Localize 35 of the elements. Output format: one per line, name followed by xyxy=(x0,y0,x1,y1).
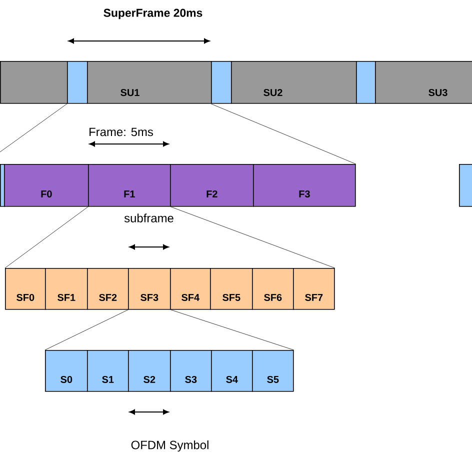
segment-cell: SF6 xyxy=(252,268,294,310)
leader-line xyxy=(170,310,294,350)
segment-cell: F2 xyxy=(170,164,254,207)
segment-cell: S0 xyxy=(45,350,88,392)
segment-cell: S4 xyxy=(211,350,253,392)
empty-cell xyxy=(356,61,376,104)
segment-cell: S5 xyxy=(252,350,294,392)
segment-cell: SF7 xyxy=(293,268,335,310)
empty-cell xyxy=(67,61,88,104)
leader-line xyxy=(4,206,88,268)
leader-line xyxy=(210,104,356,164)
segment-cell: F3 xyxy=(253,164,356,207)
segment-cell: F0 xyxy=(4,164,89,207)
dimension-label: Frame: 5ms xyxy=(90,128,153,136)
leader-line xyxy=(44,310,128,350)
empty-cell xyxy=(459,164,472,207)
segment-cell: S2 xyxy=(128,350,171,392)
title: SuperFrame 20ms xyxy=(104,8,202,20)
segment-cell: SF1 xyxy=(45,268,88,310)
segment-cell: S1 xyxy=(87,350,129,392)
dimension-label: subframe xyxy=(124,214,174,222)
empty-cell xyxy=(211,61,232,104)
dimension-label: OFDM Symbol xyxy=(131,440,208,452)
segment-cell: SF4 xyxy=(170,268,211,310)
segment-cell: SU2 xyxy=(231,61,357,104)
segment-cell: F1 xyxy=(88,164,171,207)
leader-line xyxy=(170,206,336,268)
segment-cell: SF2 xyxy=(87,268,129,310)
leader-line xyxy=(0,104,68,152)
segment-cell: SU3 xyxy=(375,61,472,104)
segment-cell: SF3 xyxy=(128,268,171,310)
segment-cell: S3 xyxy=(170,350,212,392)
segment-cell: SF5 xyxy=(210,268,253,310)
segment-cell: SU1 xyxy=(87,61,212,104)
segment-cell: SF0 xyxy=(5,268,46,310)
